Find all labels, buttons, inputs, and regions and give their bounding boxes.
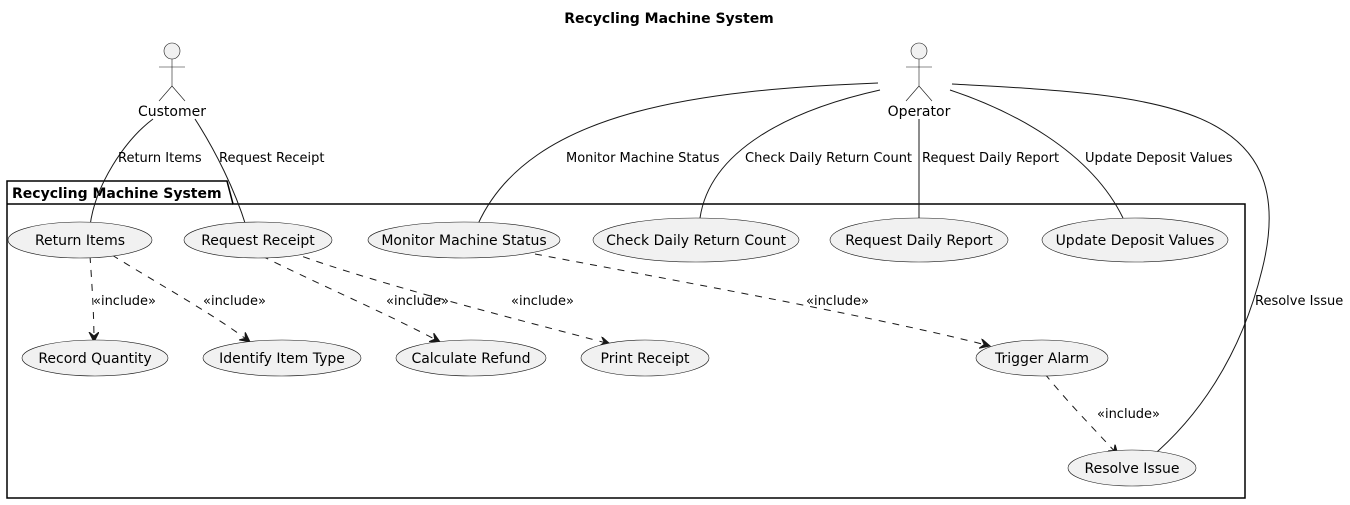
use-case-label: Check Daily Return Count — [606, 233, 786, 249]
use-case-label: Return Items — [35, 233, 125, 249]
actor-customer-label: Customer — [138, 104, 206, 120]
actor-right-leg — [918, 85, 933, 102]
assoc-operator-resolve — [951, 83, 1270, 459]
include-receipt-refund — [261, 255, 440, 342]
use-case-monitor-machine-status[interactable]: Monitor Machine Status — [367, 221, 561, 259]
use-case-request-daily-report[interactable]: Request Daily Report — [829, 217, 1009, 263]
use-case-calculate-refund[interactable]: Calculate Refund — [395, 339, 547, 377]
include-label: «include» — [1097, 407, 1160, 422]
assoc-label-return-items: Return Items — [118, 151, 202, 166]
use-case-print-receipt[interactable]: Print Receipt — [580, 339, 710, 377]
assoc-label-resolve: Resolve Issue — [1255, 294, 1343, 309]
use-case-record-quantity[interactable]: Record Quantity — [21, 339, 169, 377]
include-monitor-alarm — [534, 253, 990, 346]
use-cases: Return Items Request Receipt Monitor Mac… — [7, 217, 1229, 487]
package-title: Recycling Machine System — [12, 186, 222, 202]
use-case-label: Calculate Refund — [411, 351, 530, 367]
use-case-return-items[interactable]: Return Items — [7, 221, 153, 259]
use-case-resolve-issue[interactable]: Resolve Issue — [1067, 449, 1197, 487]
use-case-label: Resolve Issue — [1084, 461, 1179, 477]
include-return-identify — [111, 254, 250, 342]
associations: Return Items Request Receipt Monitor Mac… — [89, 82, 1343, 459]
actor-right-leg — [171, 85, 186, 102]
assoc-customer-request-receipt — [194, 118, 247, 227]
use-case-check-daily-return-count[interactable]: Check Daily Return Count — [592, 217, 800, 263]
use-case-label: Request Daily Report — [845, 233, 993, 249]
actor-head — [163, 42, 181, 60]
actor-customer[interactable]: Customer — [138, 42, 206, 120]
actor-left-leg — [158, 85, 173, 102]
assoc-label-monitor: Monitor Machine Status — [566, 151, 720, 166]
actor-operator-label: Operator — [888, 104, 951, 120]
include-label: «include» — [203, 294, 266, 309]
include-return-record — [90, 255, 94, 342]
use-case-trigger-alarm[interactable]: Trigger Alarm — [975, 339, 1109, 377]
assoc-label-deposit: Update Deposit Values — [1085, 151, 1233, 166]
include-label: «include» — [93, 294, 156, 309]
use-case-label: Print Receipt — [601, 351, 690, 367]
assoc-label-daily-report: Request Daily Report — [922, 151, 1059, 166]
use-case-label: Monitor Machine Status — [381, 233, 546, 249]
assoc-operator-deposit — [949, 89, 1124, 219]
use-case-update-deposit-values[interactable]: Update Deposit Values — [1041, 217, 1229, 263]
assoc-operator-monitor — [477, 82, 879, 225]
actor-left-leg — [905, 85, 920, 102]
assoc-label-check-count: Check Daily Return Count — [745, 151, 912, 166]
assoc-customer-return-items — [89, 118, 154, 227]
assoc-operator-check-count — [699, 89, 881, 219]
include-alarm-resolve — [1044, 373, 1118, 455]
actor-head — [910, 42, 928, 60]
use-case-identify-item-type[interactable]: Identify Item Type — [202, 339, 362, 377]
use-case-label: Identify Item Type — [219, 351, 345, 367]
use-case-request-receipt[interactable]: Request Receipt — [183, 221, 333, 259]
use-case-label: Update Deposit Values — [1056, 233, 1215, 249]
use-case-label: Record Quantity — [38, 351, 151, 367]
use-case-label: Trigger Alarm — [994, 351, 1089, 367]
use-case-label: Request Receipt — [201, 233, 315, 249]
include-label: «include» — [806, 294, 869, 309]
include-label: «include» — [386, 294, 449, 309]
actor-operator[interactable]: Operator — [888, 42, 951, 120]
include-dependencies: «include» «include» «include» «include» … — [90, 251, 1160, 455]
assoc-label-request-receipt: Request Receipt — [219, 151, 325, 166]
diagram-title: Recycling Machine System — [564, 11, 774, 27]
system-package: Recycling Machine System — [6, 180, 1246, 499]
include-label: «include» — [511, 294, 574, 309]
